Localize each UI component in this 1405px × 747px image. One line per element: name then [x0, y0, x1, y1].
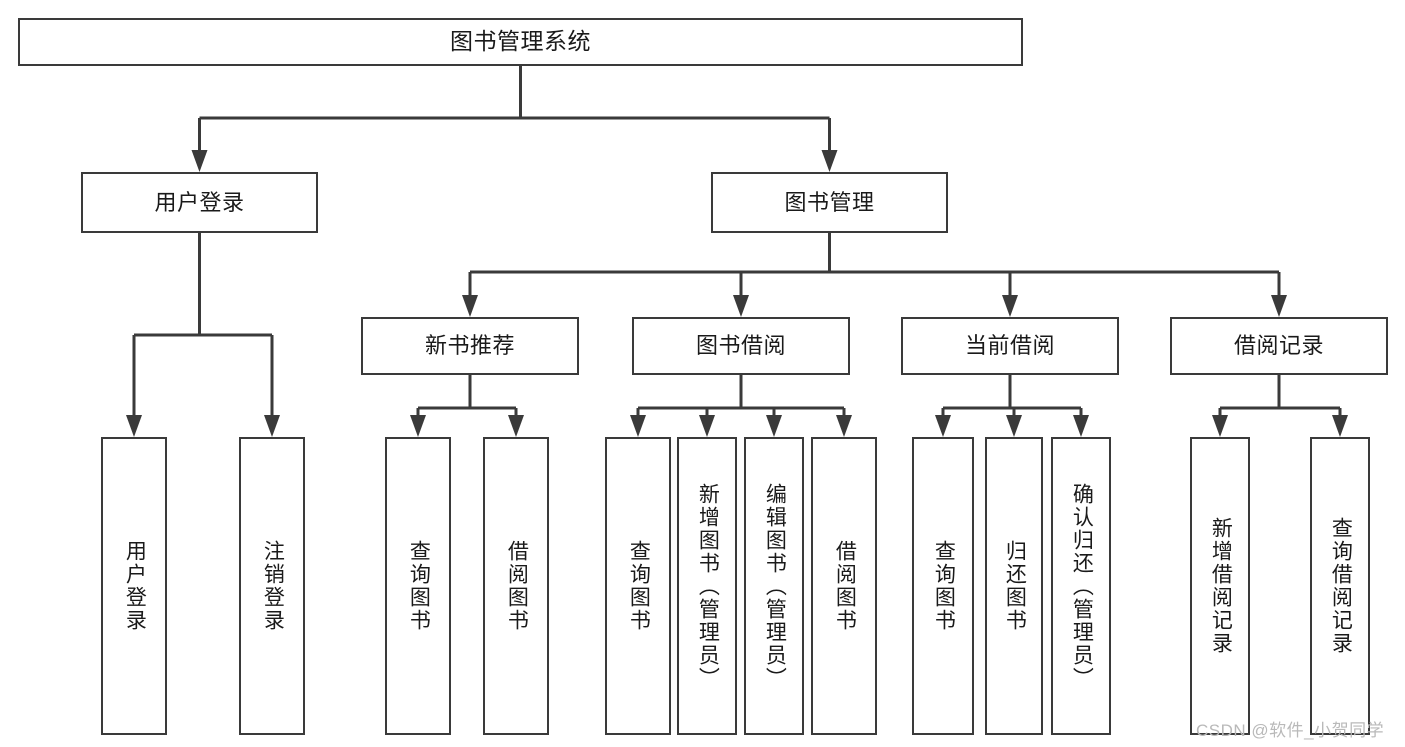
- connector-arrowhead: [264, 415, 280, 437]
- connector-arrowhead: [766, 415, 782, 437]
- connector-arrowhead: [836, 415, 852, 437]
- node-label-leaf-user-login: 用户登录: [123, 540, 147, 632]
- node-label-leaf-add-borrow-record: 新增借阅记录: [1209, 517, 1233, 655]
- node-leaf-return-book[interactable]: 归还图书: [985, 437, 1043, 735]
- node-label-leaf-borrow-book-borrow: 借阅图书: [833, 540, 857, 632]
- node-label-leaf-edit-book-admin: 编辑图书（管理员）: [763, 482, 787, 690]
- node-book-management[interactable]: 图书管理: [711, 172, 948, 233]
- node-leaf-add-book-admin[interactable]: 新增图书（管理员）: [677, 437, 737, 735]
- node-leaf-edit-book-admin[interactable]: 编辑图书（管理员）: [744, 437, 804, 735]
- node-label-leaf-add-book-admin: 新增图书（管理员）: [696, 482, 720, 690]
- node-label-leaf-logout: 注销登录: [261, 540, 285, 632]
- node-label-borrow-record: 借阅记录: [1233, 333, 1324, 359]
- connector-arrowhead: [126, 415, 142, 437]
- node-current-borrow[interactable]: 当前借阅: [901, 317, 1119, 375]
- node-label-leaf-borrow-book-new: 借阅图书: [505, 540, 529, 632]
- node-label-user-login: 用户登录: [154, 189, 245, 215]
- node-label-leaf-query-book-current: 查询图书: [932, 540, 956, 632]
- node-user-login[interactable]: 用户登录: [81, 172, 318, 233]
- node-leaf-query-book-current[interactable]: 查询图书: [912, 437, 974, 735]
- node-new-book-recommend[interactable]: 新书推荐: [361, 317, 579, 375]
- node-leaf-borrow-book-borrow[interactable]: 借阅图书: [811, 437, 877, 735]
- node-leaf-query-book-new[interactable]: 查询图书: [385, 437, 451, 735]
- connector-arrowhead: [821, 150, 838, 172]
- node-leaf-user-login[interactable]: 用户登录: [101, 437, 167, 735]
- node-leaf-query-book-borrow[interactable]: 查询图书: [605, 437, 671, 735]
- connector-arrowhead: [462, 295, 478, 317]
- node-leaf-borrow-book-new[interactable]: 借阅图书: [483, 437, 549, 735]
- connector-arrowhead: [1006, 415, 1022, 437]
- node-label-current-borrow: 当前借阅: [964, 333, 1055, 359]
- connector-arrowhead: [1212, 415, 1228, 437]
- node-borrow-record[interactable]: 借阅记录: [1170, 317, 1388, 375]
- node-label-leaf-confirm-return-admin: 确认归还（管理员）: [1070, 482, 1094, 690]
- node-leaf-logout[interactable]: 注销登录: [239, 437, 305, 735]
- connector-arrowhead: [699, 415, 715, 437]
- connector-arrowhead: [191, 150, 208, 172]
- connector-arrowhead: [935, 415, 951, 437]
- connector-arrowhead: [1271, 295, 1287, 317]
- node-book-borrow[interactable]: 图书借阅: [632, 317, 850, 375]
- connector-arrowhead: [1073, 415, 1089, 437]
- node-leaf-query-borrow-record[interactable]: 查询借阅记录: [1310, 437, 1370, 735]
- connector-arrowhead: [733, 295, 749, 317]
- node-leaf-add-borrow-record[interactable]: 新增借阅记录: [1190, 437, 1250, 735]
- node-label-book-management: 图书管理: [784, 189, 875, 215]
- connector-arrowhead: [508, 415, 524, 437]
- node-label-leaf-query-book-borrow: 查询图书: [627, 540, 651, 632]
- node-label-root: 图书管理系统: [450, 28, 591, 55]
- connector-arrowhead: [1332, 415, 1348, 437]
- node-label-leaf-query-borrow-record: 查询借阅记录: [1329, 517, 1353, 655]
- node-leaf-confirm-return-admin[interactable]: 确认归还（管理员）: [1051, 437, 1111, 735]
- node-label-leaf-query-book-new: 查询图书: [407, 540, 431, 632]
- connector-arrowhead: [630, 415, 646, 437]
- connector-arrowhead: [1002, 295, 1018, 317]
- connector-arrowhead: [410, 415, 426, 437]
- node-root[interactable]: 图书管理系统: [18, 18, 1023, 66]
- node-label-new-book-recommend: 新书推荐: [424, 333, 515, 359]
- node-label-leaf-return-book: 归还图书: [1003, 540, 1027, 632]
- node-label-book-borrow: 图书借阅: [695, 333, 786, 359]
